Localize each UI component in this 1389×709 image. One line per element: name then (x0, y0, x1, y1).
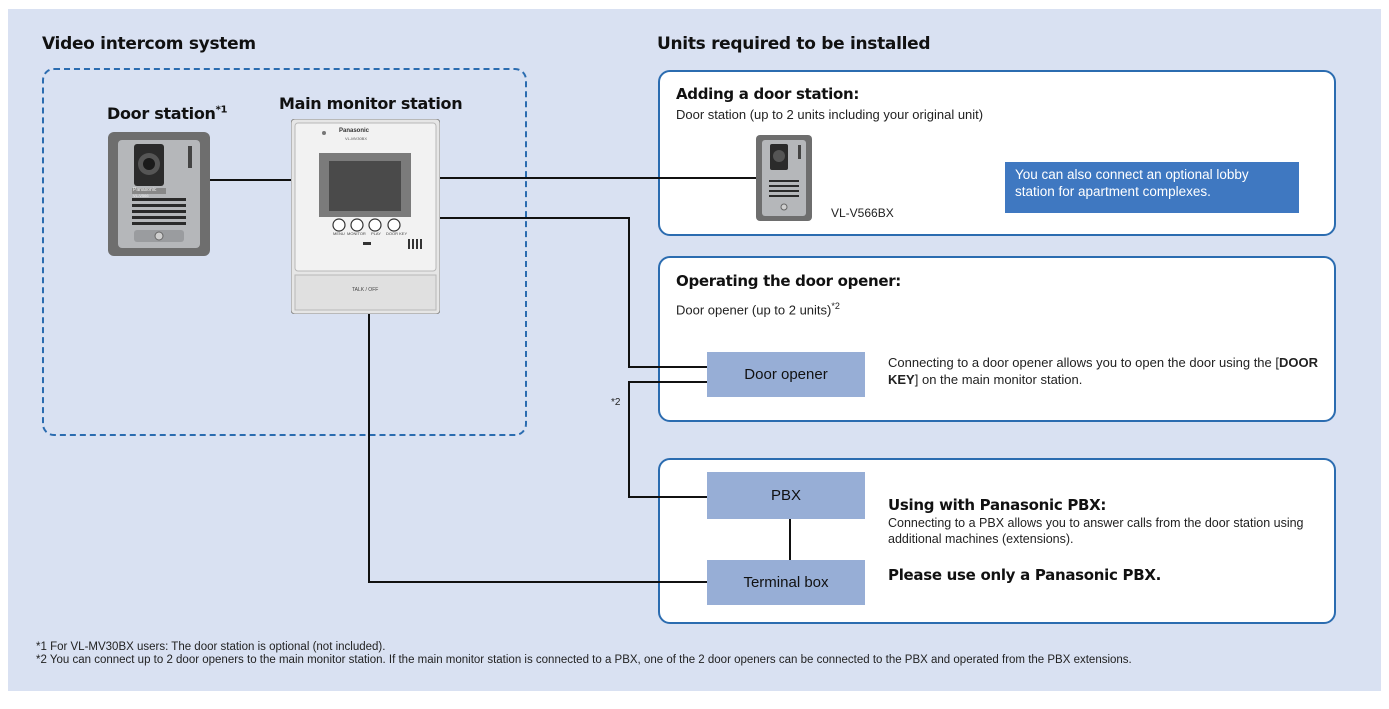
menu-button-label: MENU (333, 231, 345, 236)
lobby-station-callout: You can also connect an optional lobby s… (1005, 162, 1299, 213)
pbx-unit: PBX (707, 472, 865, 519)
pbx-to-door-opener-line (628, 381, 707, 498)
door-opener-description: Connecting to a door opener allows you t… (888, 355, 1318, 387)
door-opener-unit: Door opener (707, 352, 865, 397)
door-opener-title: Operating the door opener: (676, 272, 902, 290)
door-station-image (108, 132, 210, 256)
units-required-title: Units required to be installed (657, 34, 931, 54)
intercom-system-group (42, 68, 527, 436)
footnote-2: *2 You can connect up to 2 door openers … (36, 654, 1132, 666)
adding-door-station-subtitle: Door station (up to 2 units including yo… (676, 107, 984, 122)
footnote-1: *1 For VL-MV30BX users: The door station… (36, 641, 386, 653)
monitor-model: VL-MV30BX (345, 136, 368, 141)
door-station-label: Door station*1 (107, 104, 228, 123)
door-key-button-label: DOOR KEY (386, 231, 408, 236)
monitor-to-door-opener-line (440, 217, 707, 368)
main-monitor-image (291, 119, 440, 314)
video-intercom-title: Video intercom system (42, 34, 256, 54)
monitor-button-labels: MENU MONITOR PLAY DOOR KEY (329, 231, 419, 239)
pbx-title: Using with Panasonic PBX: (888, 496, 1107, 514)
main-monitor-label: Main monitor station (279, 94, 463, 113)
extra-door-station-image (756, 135, 812, 221)
monitor-brand: Panasonic (339, 128, 370, 134)
door-unit-brand: Panasonic (133, 187, 157, 193)
door-opener-subtitle: Door opener (up to 2 units)*2 (676, 301, 840, 318)
monitor-to-terminal-line (368, 314, 707, 583)
line-marker: *2 (611, 397, 621, 408)
adding-door-station-title: Adding a door station: (676, 85, 860, 103)
pbx-note: Please use only a Panasonic PBX. (888, 566, 1161, 584)
extra-door-station-model: VL-V566BX (831, 206, 894, 220)
monitor-button-label: MONITOR (347, 231, 366, 236)
pbx-description: Connecting to a PBX allows you to answer… (888, 516, 1304, 546)
monitor-talk-label: TALK / OFF (352, 287, 379, 293)
terminal-box-unit: Terminal box (707, 560, 865, 605)
door-unit-model: VL-V566 (133, 193, 149, 198)
play-button-label: PLAY (371, 231, 381, 236)
